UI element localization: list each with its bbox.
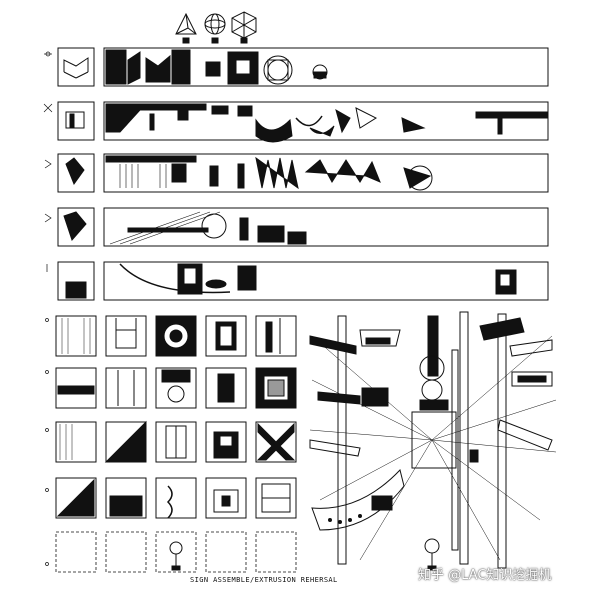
drawing-caption: SIGN ASSEMBLE/EXTRUSION REHERSAL — [190, 576, 338, 584]
strip-row-5 — [57, 261, 549, 301]
tile-grid — [55, 315, 297, 573]
watermark: 知乎 @LAC知识挖掘机 — [418, 568, 552, 583]
perspective-drawing — [309, 311, 557, 571]
row-symbols — [43, 51, 53, 566]
tetrahedron-icon — [175, 12, 197, 44]
strip-row-4 — [57, 207, 549, 247]
strip-row-2 — [57, 101, 549, 143]
tree-icon — [169, 541, 183, 571]
cube-icon — [231, 11, 257, 44]
strip-row-1 — [57, 47, 549, 87]
sphere-icon — [204, 13, 226, 44]
strip-row-3 — [57, 153, 549, 193]
